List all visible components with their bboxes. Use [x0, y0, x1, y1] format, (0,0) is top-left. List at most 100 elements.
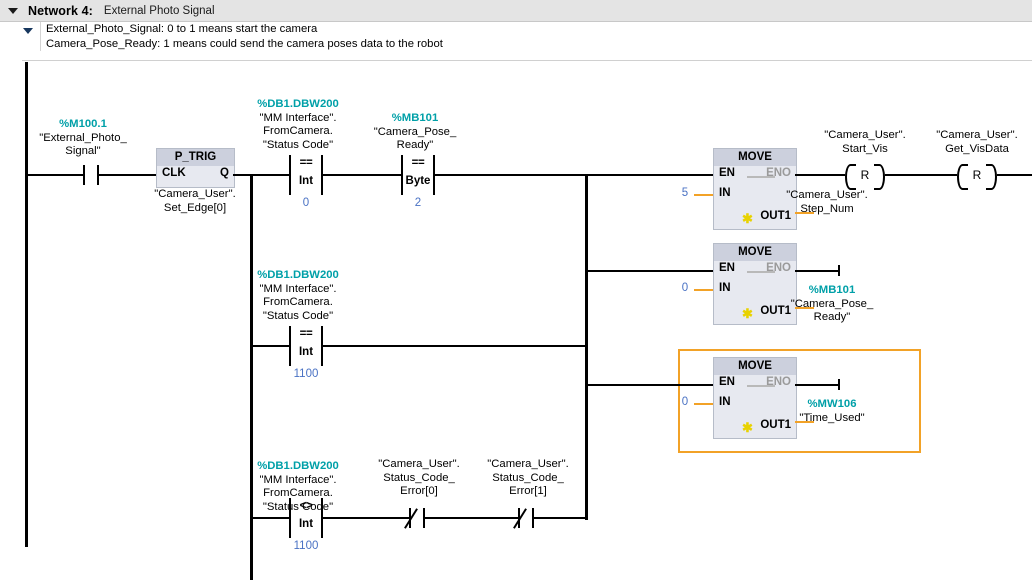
network-name[interactable]: External Photo Signal: [103, 4, 215, 17]
move3-out-wire: [795, 421, 814, 423]
selection-highlight-move-time-used: [678, 349, 921, 453]
move1-out-symbol-1: "Camera_User".: [786, 189, 868, 201]
cmp3-address: %DB1.DBW200: [257, 269, 339, 281]
function-block-move-time-used[interactable]: MOVE EN ENO IN ✱ OUT1: [713, 357, 797, 439]
wire-err0-to-err1: [425, 517, 518, 519]
network-comment-area: External_Photo_Signal: 0 to 1 means star…: [0, 22, 1032, 57]
move3-pin-in[interactable]: IN: [719, 396, 731, 408]
move1-pin-en[interactable]: EN: [719, 167, 735, 179]
cmp4-value: 1100: [293, 540, 319, 552]
move1-in-wire: [694, 194, 713, 196]
coil2-labels: "Camera_User". Get_VisData: [922, 129, 1032, 156]
p-trig-memory-label: "Camera_User". Set_Edge[0]: [146, 188, 244, 215]
move1-out-symbol-2: Step_Num: [800, 202, 854, 215]
comment-text-box[interactable]: External_Photo_Signal: 0 to 1 means star…: [40, 22, 443, 51]
move2-en-row: EN ENO: [714, 261, 796, 281]
p-trig-pin-q[interactable]: Q: [220, 167, 229, 179]
p-trig-memory-2: Set_Edge[0]: [163, 201, 227, 214]
contact-photo-symbol-2: Signal": [65, 145, 101, 157]
move2-out-symbol-2: Ready": [813, 311, 851, 323]
move3-out-row: ✱ OUT1: [714, 415, 796, 437]
wire-move3-eno-endcap: [838, 379, 840, 390]
contact-err0-symbol-3: Error[0]: [400, 485, 438, 497]
move1-out-label: "Camera_User". Step_Num: [760, 189, 894, 216]
cmp2-operator: ==: [411, 157, 425, 169]
comparator-status-eq-0[interactable]: == Int 0: [289, 155, 323, 209]
comparator-pose-ready-eq-2[interactable]: == Byte 2: [401, 155, 435, 209]
contact-err1-symbol-3: Error[1]: [509, 485, 547, 497]
function-block-move-step-num[interactable]: MOVE EN ENO IN ✱ OUT1: [713, 148, 797, 230]
comparator-status-ne-1100[interactable]: <> Int 1100: [289, 498, 323, 552]
cmp3-datatype: Int: [298, 346, 314, 358]
coil2-paren-right: [986, 164, 997, 190]
cmp3-symbol-1: "MM Interface".: [259, 282, 337, 295]
cmp2-labels: %MB101 "Camera_Pose_ Ready": [355, 112, 475, 153]
move2-in-wire: [694, 289, 713, 291]
cmp1-symbol-2: FromCamera.: [263, 125, 333, 137]
coil1-paren-left: [845, 164, 856, 190]
contact-err0-labels: "Camera_User". Status_Code_ Error[0]: [364, 458, 474, 499]
function-block-p-trig[interactable]: P_TRIG CLK Q: [156, 148, 235, 188]
ladder-canvas[interactable]: %M100.1 "External_Photo_ Signal" P_TRIG …: [0, 62, 1032, 580]
move1-eno-connector: [747, 176, 775, 178]
move3-in-value[interactable]: 0: [681, 396, 689, 408]
move3-in-wire: [694, 403, 713, 405]
cmp1-datatype: Int: [298, 175, 314, 187]
move1-pin-in[interactable]: IN: [719, 187, 731, 199]
cmp4-symbol-1: "MM Interface".: [259, 473, 337, 486]
contact-status-code-error-1[interactable]: [513, 508, 534, 529]
contact-err1-symbol-2: Status_Code_: [492, 471, 564, 484]
contact-err1-labels: "Camera_User". Status_Code_ Error[1]: [473, 458, 583, 499]
contact-status-code-error-0[interactable]: [404, 508, 425, 529]
coil-reset-start-vis[interactable]: R: [845, 164, 885, 190]
move3-pin-out1[interactable]: OUT1: [760, 419, 791, 431]
cmp1-symbol-1: "MM Interface".: [259, 111, 337, 124]
cmp3-bar-left: [289, 326, 291, 366]
move1-in-value[interactable]: 5: [681, 187, 689, 199]
contact-external-photo-signal[interactable]: [83, 165, 99, 185]
move2-in-row: IN: [714, 281, 796, 301]
wire-branchbus-to-cmp1: [252, 174, 290, 176]
move1-pin-eno[interactable]: ENO: [766, 167, 791, 179]
move2-in-value[interactable]: 0: [681, 282, 689, 294]
contact-bar-right: [97, 165, 99, 185]
contact-photo-label: %M100.1 "External_Photo_ Signal": [18, 118, 148, 159]
move3-pin-en[interactable]: EN: [719, 376, 735, 388]
network-collapse-icon[interactable]: [8, 7, 18, 14]
move3-out-address: %MW106: [807, 398, 857, 410]
wire-move1-eno-to-coil1: [795, 174, 845, 176]
left-power-rail: [25, 62, 28, 547]
cmp1-operator: ==: [299, 157, 313, 169]
contact-err0-bar-right: [423, 508, 425, 528]
wire-cmp1-to-cmp2: [322, 174, 403, 176]
move1-pin-out1[interactable]: OUT1: [760, 210, 791, 222]
move2-pin-out1[interactable]: OUT1: [760, 305, 791, 317]
move2-out-row: ✱ OUT1: [714, 301, 796, 323]
contact-bar-left: [83, 165, 85, 185]
coil2-paren-left: [957, 164, 968, 190]
move2-pin-eno[interactable]: ENO: [766, 262, 791, 274]
cmp4-symbol-3: "Status Code": [262, 500, 334, 513]
contact-err1-bar-right: [532, 508, 534, 528]
wire-cmp4-to-err0: [322, 517, 409, 519]
wire-move3-eno-stub: [795, 384, 840, 386]
move3-en-row: EN ENO: [714, 375, 796, 395]
move2-pin-en[interactable]: EN: [719, 262, 735, 274]
p-trig-title: P_TRIG: [157, 149, 234, 166]
comment-line-1: External_Photo_Signal: 0 to 1 means star…: [46, 23, 318, 35]
comparator-status-eq-1100[interactable]: == Int 1100: [289, 326, 323, 380]
coil2-letter: R: [972, 168, 982, 182]
move3-title: MOVE: [714, 358, 796, 375]
move2-eno-connector: [747, 271, 775, 273]
cmp4-operator: <>: [299, 500, 313, 512]
contact-photo-symbol-1: "External_Photo_: [39, 131, 127, 144]
move3-pin-eno[interactable]: ENO: [766, 376, 791, 388]
comment-collapse-icon[interactable]: [23, 28, 33, 34]
p-trig-pin-clk[interactable]: CLK: [162, 167, 186, 179]
move3-eno-connector: [747, 385, 775, 387]
move2-pin-in[interactable]: IN: [719, 282, 731, 294]
coil-reset-get-visdata[interactable]: R: [957, 164, 997, 190]
wire-coil1-to-coil2: [885, 174, 957, 176]
function-block-move-camera-pose-ready[interactable]: MOVE EN ENO IN ✱ OUT1: [713, 243, 797, 325]
cmp2-value: 2: [414, 197, 422, 209]
